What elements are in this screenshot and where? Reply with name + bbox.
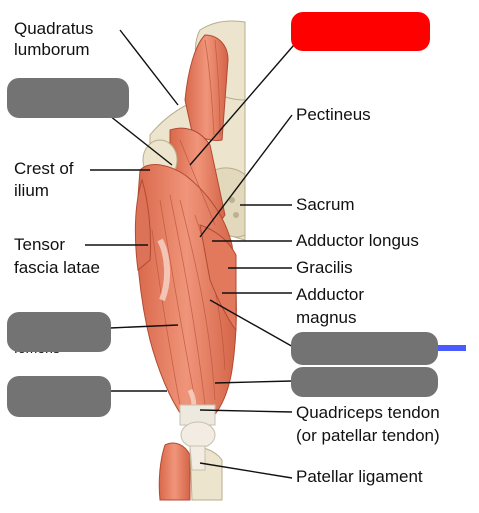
patellar-ligament — [189, 445, 206, 471]
muscle-striations — [151, 39, 226, 406]
label-gracilis: Gracilis — [296, 258, 353, 277]
patella-bone — [180, 421, 216, 449]
label-patellar-ligament: Patellar ligament — [296, 467, 423, 486]
tensor-fascia-latae-muscle — [134, 178, 152, 271]
label-quadratus-lumborum-line1: Quadratus — [14, 19, 94, 38]
label-adductor-longus: Adductor longus — [296, 231, 419, 250]
label-crest-of-ilium-line1: Crest of — [14, 159, 74, 178]
adductor-muscles — [199, 224, 237, 332]
label-pectineus: Pectineus — [296, 105, 371, 124]
label-crest-of-ilium-line2: ilium — [14, 181, 49, 200]
answer-box-right-2[interactable] — [291, 367, 438, 397]
label-quadratus-lumborum-line2: lumborum — [14, 40, 90, 59]
label-tensor-fascia-latae-line1: Tensor — [14, 235, 66, 254]
label-tensor-fascia-latae-line2: fascia latae — [14, 258, 100, 277]
answer-box-left-2[interactable] — [7, 312, 111, 352]
label-quadriceps-tendon-line1: Quadriceps tendon — [296, 403, 440, 422]
label-sacrum: Sacrum — [296, 195, 355, 214]
thigh-muscle-mass — [136, 164, 237, 421]
label-quadriceps-tendon-line2: (or patellar tendon) — [296, 426, 440, 445]
lower-leg-muscle — [158, 442, 191, 501]
label-adductor-magnus-line1: Adductor — [296, 285, 365, 304]
leader-lines — [85, 29, 301, 479]
answer-box-right-1[interactable] — [291, 332, 438, 365]
answer-box-top-right-red[interactable] — [291, 12, 430, 51]
answer-box-left-1[interactable] — [7, 78, 129, 118]
label-adductor-magnus-line2: magnus — [296, 308, 357, 327]
answer-box-left-3[interactable] — [7, 376, 111, 417]
